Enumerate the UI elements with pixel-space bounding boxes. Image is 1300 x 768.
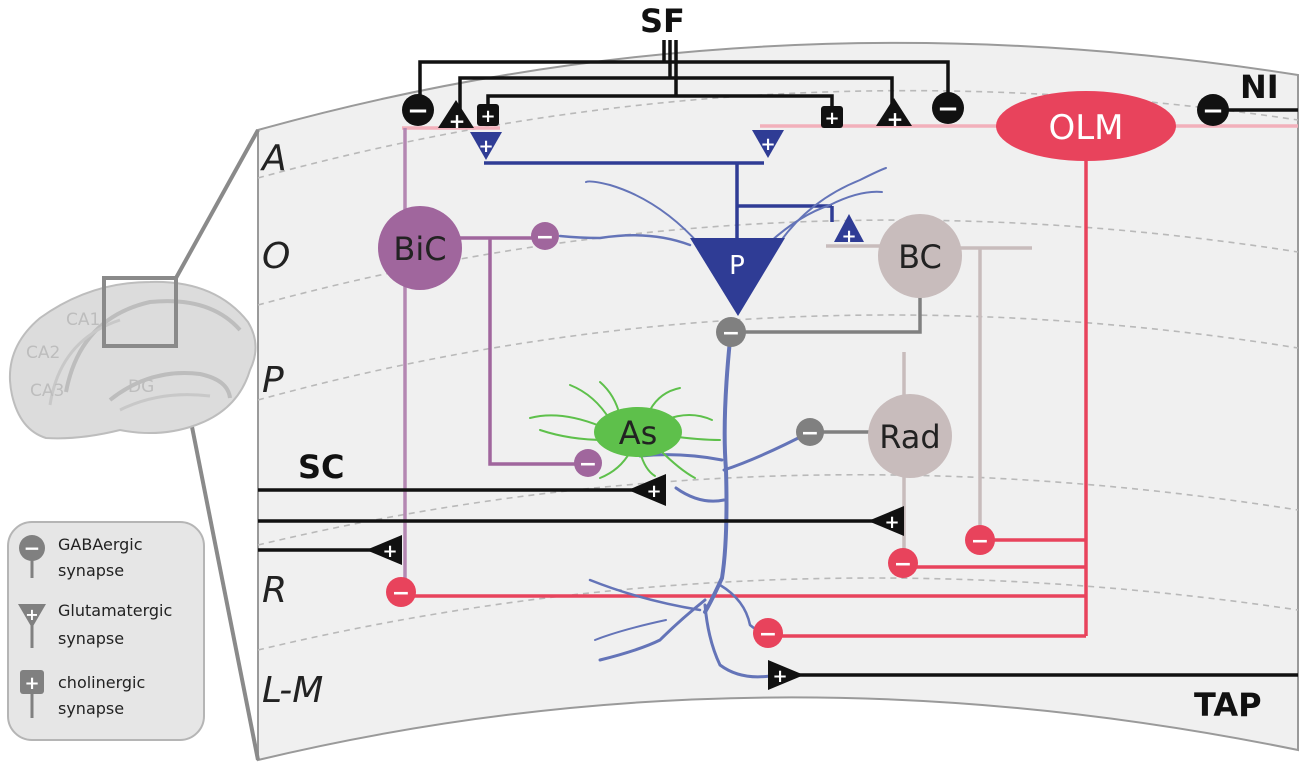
gaba-synapse-icon: − — [888, 548, 918, 578]
svg-text:−: − — [759, 622, 777, 647]
svg-text:+: + — [25, 605, 38, 624]
rad-label: Rad — [879, 418, 940, 456]
glutamatergic-synapse-icon: + — [868, 506, 904, 536]
legend-chol-line1: cholinergic — [58, 673, 145, 692]
svg-text:−: − — [801, 421, 819, 446]
gaba-synapse-icon: − — [965, 525, 995, 555]
svg-text:+: + — [884, 512, 899, 533]
svg-text:−: − — [536, 225, 554, 250]
glutamatergic-synapse-icon: + — [768, 660, 804, 690]
legend-gaba-line2: synapse — [58, 561, 124, 580]
gaba-synapse-icon: − — [574, 449, 602, 477]
svg-text:+: + — [449, 109, 466, 133]
input-fiber-lines — [258, 488, 1298, 677]
layer-label-r: R — [262, 570, 287, 611]
glutamatergic-synapse-icon: + — [438, 100, 474, 133]
pyramidal-apical-tree — [484, 161, 834, 240]
glutamatergic-synapse-icon: + — [628, 474, 666, 506]
glutamatergic-synapse-icon: + — [18, 604, 46, 648]
tap-label: TAP — [1194, 686, 1262, 724]
svg-text:−: − — [579, 452, 597, 477]
olm-label: OLM — [1048, 108, 1123, 148]
legend-glut-line2: synapse — [58, 629, 124, 648]
svg-text:+: + — [772, 666, 787, 687]
glutamatergic-synapse-icon: + — [834, 214, 864, 247]
sc-label: SC — [298, 448, 345, 486]
bic-label: BiC — [393, 230, 446, 268]
cholinergic-synapse-icon: + — [20, 670, 44, 718]
glutamatergic-synapse-icon: + — [876, 98, 912, 131]
svg-text:+: + — [480, 106, 495, 127]
region-label-ca3: CA3 — [30, 381, 64, 401]
bic-projection-lines — [460, 236, 586, 466]
glutamatergic-synapse-icon: + — [366, 535, 402, 565]
svg-text:−: − — [407, 96, 429, 126]
bic-cell: BiC — [378, 206, 462, 290]
svg-text:+: + — [24, 673, 39, 694]
olm-projection-lines — [402, 150, 1088, 638]
gaba-synapse-icon: − — [531, 222, 559, 250]
bc-label: BC — [898, 238, 942, 276]
cholinergic-synapse-icon: + — [821, 106, 843, 129]
svg-text:−: − — [937, 94, 959, 124]
svg-text:−: − — [722, 321, 740, 346]
gaba-synapse-icon: − — [1197, 94, 1229, 126]
region-label-ca2: CA2 — [26, 343, 60, 363]
astrocyte: As — [529, 381, 721, 479]
glutamatergic-synapse-icon: + — [752, 130, 784, 158]
glutamatergic-synapse-icon: + — [470, 132, 502, 160]
legend-glut-line1: Glutamatergic — [58, 601, 172, 620]
legend-chol-line2: synapse — [58, 699, 124, 718]
gaba-synapse-icon: − — [402, 94, 434, 126]
astrocyte-soma — [594, 407, 682, 457]
svg-text:+: + — [841, 226, 856, 247]
layer-label-p: P — [262, 360, 284, 401]
svg-text:+: + — [824, 108, 839, 129]
svg-text:−: − — [1202, 96, 1224, 126]
region-label-ca1: CA1 — [66, 310, 100, 330]
hippocampus-inset: CA1 CA2 CA3 DG — [8, 276, 257, 440]
layer-label-l-m: L-M — [262, 670, 323, 711]
gaba-synapse-icon: − — [753, 618, 783, 648]
gaba-synapse-icon: − — [796, 418, 824, 446]
zoom-line-top — [174, 129, 260, 279]
gaba-synapse-icon: − — [716, 317, 746, 347]
sf-label: SF — [640, 2, 685, 40]
olm-cell: OLM — [996, 91, 1176, 161]
astrocyte-label: As — [619, 414, 658, 452]
layer-label-o: O — [262, 236, 290, 277]
svg-text:−: − — [894, 552, 912, 577]
svg-text:−: − — [971, 529, 989, 554]
ni-label: NI — [1240, 68, 1279, 106]
legend-box — [7, 521, 205, 741]
svg-text:+: + — [760, 134, 775, 155]
svg-text:+: + — [382, 541, 397, 562]
gaba-synapse-icon: − — [19, 535, 45, 578]
svg-text:−: − — [24, 536, 41, 560]
zoom-box — [102, 276, 178, 348]
rad-cell: Rad — [868, 394, 952, 478]
svg-text:+: + — [478, 136, 493, 157]
bc-cell: BC — [878, 214, 962, 298]
svg-text:+: + — [887, 107, 904, 131]
svg-text:+: + — [646, 481, 661, 502]
legend-gaba-line1: GABAergic — [58, 535, 143, 554]
layer-label-a: A — [260, 138, 287, 179]
region-label-dg: DG — [128, 377, 154, 397]
pyramidal-cell: P — [690, 238, 785, 316]
cholinergic-synapse-icon: + — [477, 104, 499, 127]
gaba-synapse-icon: − — [932, 92, 964, 124]
sf-input-lines — [418, 40, 950, 118]
svg-text:−: − — [392, 581, 410, 606]
legend: − GABAergic synapse + Glutamatergic syna… — [7, 521, 205, 741]
gaba-synapse-icon: − — [386, 577, 416, 607]
pyramidal-label: P — [729, 251, 745, 281]
